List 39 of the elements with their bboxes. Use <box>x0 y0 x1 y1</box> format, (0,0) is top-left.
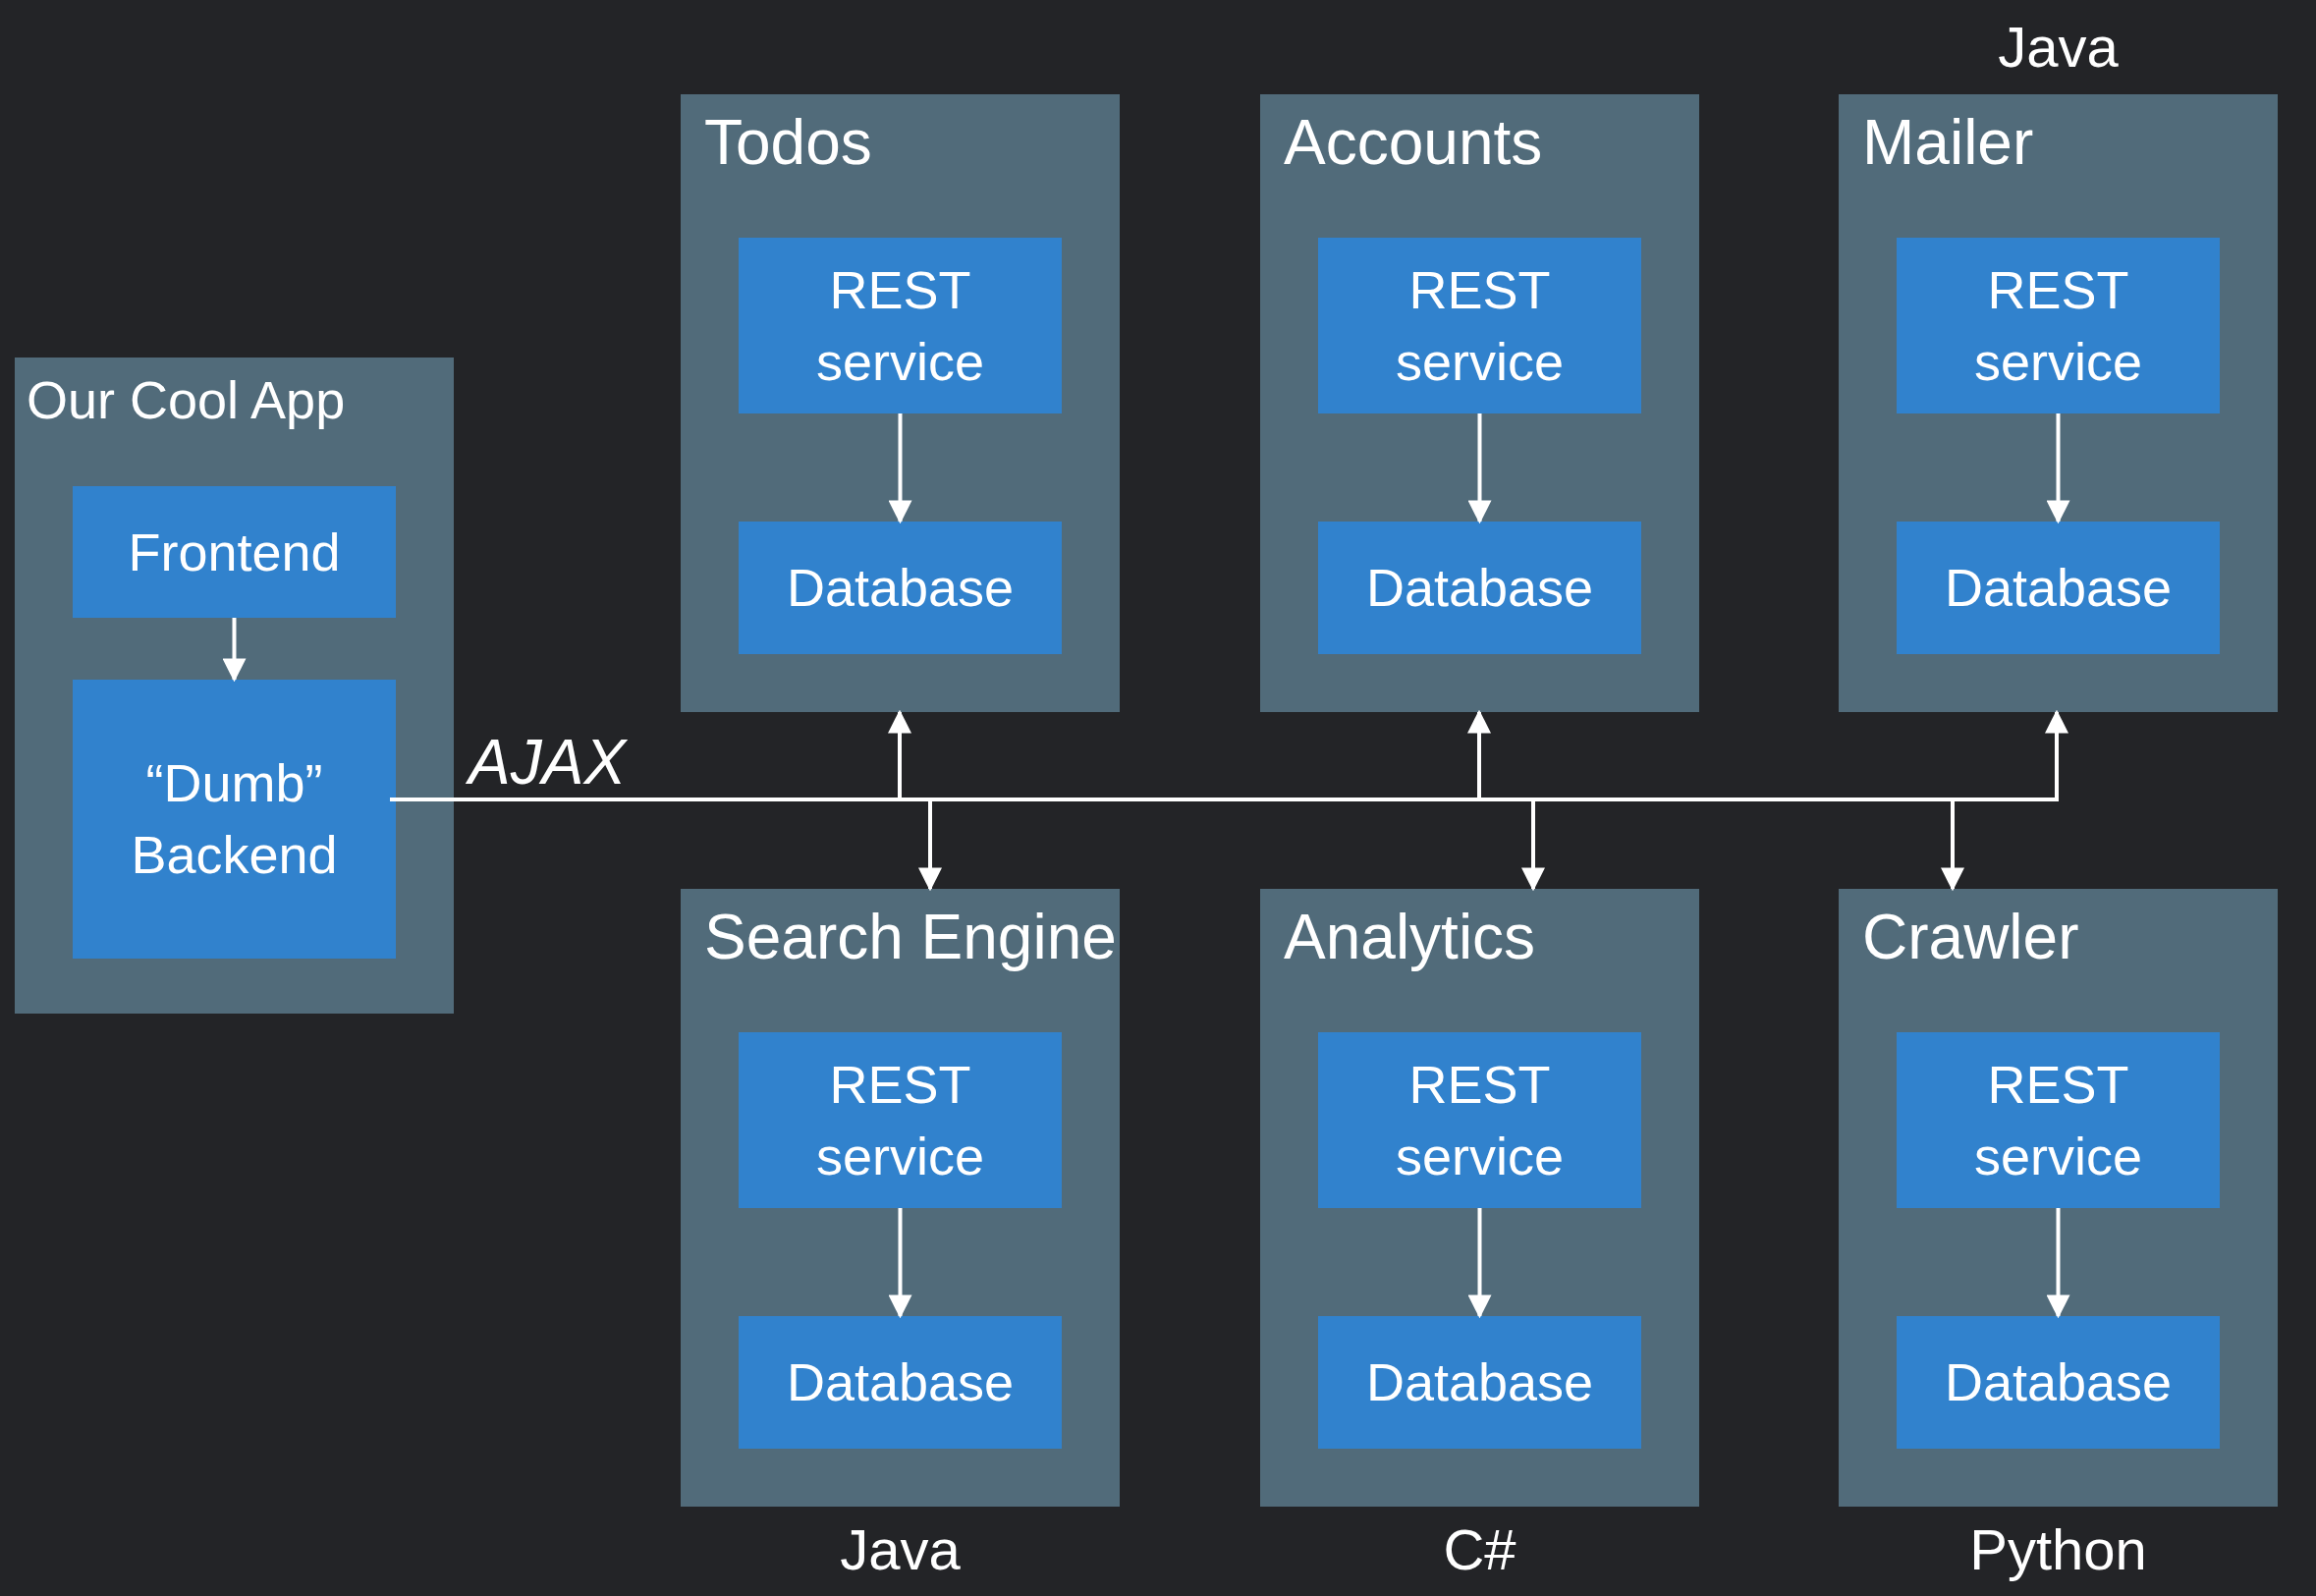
group-title: Our Cool App <box>27 371 346 430</box>
arrow <box>2046 413 2070 524</box>
component-box: Database <box>1897 522 2220 654</box>
component-box: Database <box>1897 1316 2220 1449</box>
component-box: REST service <box>739 238 1062 413</box>
component-box: Database <box>739 522 1062 654</box>
group-title: Todos <box>704 108 872 178</box>
service-group-box <box>1839 94 2278 712</box>
component-box: Database <box>1318 1316 1641 1449</box>
arrow <box>888 1208 912 1319</box>
group-title: Accounts <box>1284 108 1543 178</box>
arrow <box>1467 1208 1492 1319</box>
component-box: REST service <box>1897 1032 2220 1208</box>
group-title: Search Engine <box>704 903 1117 972</box>
component-box: REST service <box>1318 1032 1641 1208</box>
service-group-box <box>681 889 1120 1507</box>
tech-stack-label: Java <box>839 1518 962 1581</box>
tech-stack-label: C# <box>1442 1518 1517 1581</box>
service-group-box <box>1260 94 1699 712</box>
service-group-box <box>15 358 454 1014</box>
tech-stack-label: Java <box>1997 16 2120 79</box>
arrow <box>1467 413 1492 524</box>
group-title: Analytics <box>1284 903 1536 972</box>
component-box: Database <box>1318 522 1641 654</box>
tech-stack-label: Python <box>1968 1518 2148 1581</box>
component-box: REST service <box>739 1032 1062 1208</box>
component-box: REST service <box>1318 238 1641 413</box>
component-box: Database <box>739 1316 1062 1449</box>
arrow <box>2046 1208 2070 1319</box>
arrow <box>888 413 912 524</box>
component-box: REST service <box>1897 238 2220 413</box>
group-title: Mailer <box>1862 108 2034 178</box>
component-box: Frontend <box>73 486 396 618</box>
service-group-box <box>681 94 1120 712</box>
arrow <box>222 618 247 683</box>
service-group-box <box>1260 889 1699 1507</box>
service-group-box <box>1839 889 2278 1507</box>
component-box: “Dumb” Backend <box>73 680 396 959</box>
group-title: Crawler <box>1862 903 2079 972</box>
